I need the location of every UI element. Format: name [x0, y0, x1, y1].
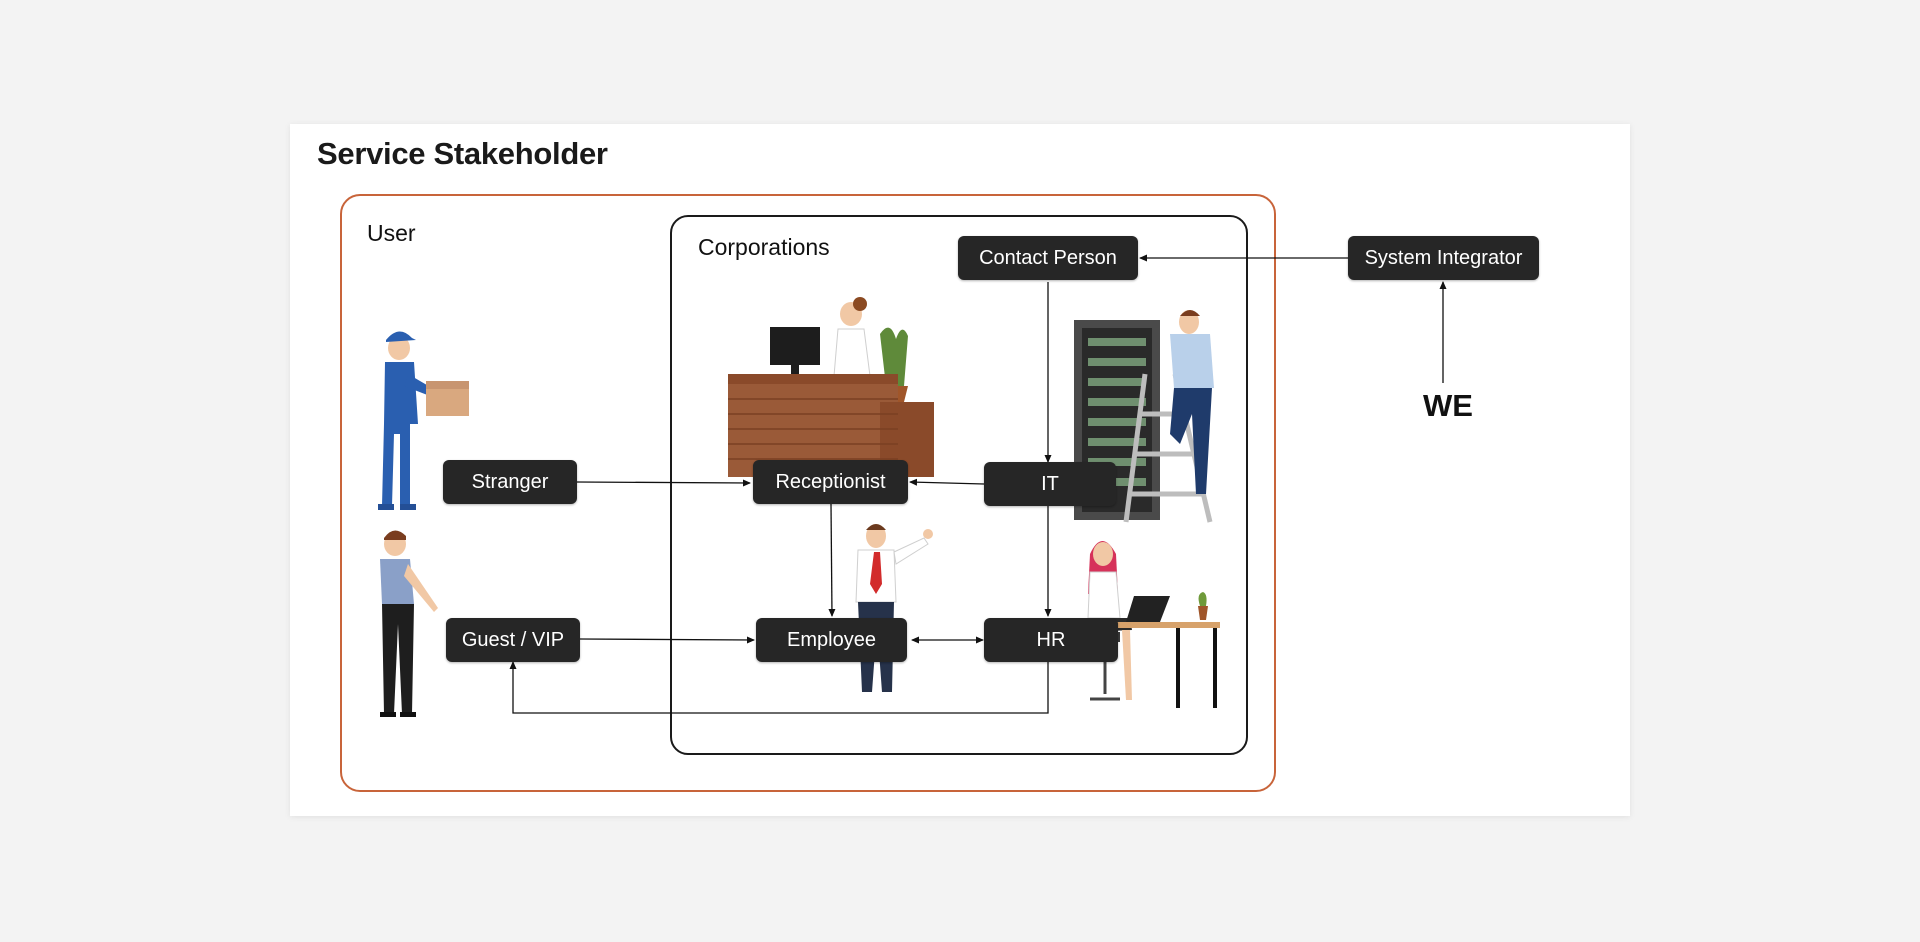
corporations-group-frame	[670, 215, 1248, 755]
edge-receptionist-to-employee	[828, 503, 836, 617]
edge-stranger-to-receptionist	[576, 479, 751, 487]
edge-guest-to-employee	[579, 636, 755, 644]
delivery-person-icon	[378, 331, 469, 510]
we-label: WE	[1423, 388, 1473, 423]
page-title: Service Stakeholder	[317, 136, 608, 171]
it-technician-server-icon	[1074, 310, 1214, 523]
user-group-label: User	[367, 220, 416, 246]
node-contact-person: Contact Person	[958, 236, 1138, 280]
connectors-layer	[509, 254, 1447, 714]
edge-it-to-receptionist	[909, 478, 985, 486]
node-it: IT	[984, 462, 1116, 506]
node-employee: Employee	[756, 618, 907, 662]
node-guest-vip: Guest / VIP	[446, 618, 580, 662]
guest-man-icon	[380, 530, 438, 717]
slide-canvas: Service Stakeholder User Corporations	[290, 124, 1630, 816]
node-system-integrator: System Integrator	[1348, 236, 1539, 280]
corporations-group-label: Corporations	[698, 234, 830, 260]
node-hr: HR	[984, 618, 1118, 662]
edge-hr-to-guest	[509, 661, 1049, 714]
node-receptionist: Receptionist	[753, 460, 908, 504]
user-group-frame	[340, 194, 1276, 792]
node-stranger: Stranger	[443, 460, 577, 504]
